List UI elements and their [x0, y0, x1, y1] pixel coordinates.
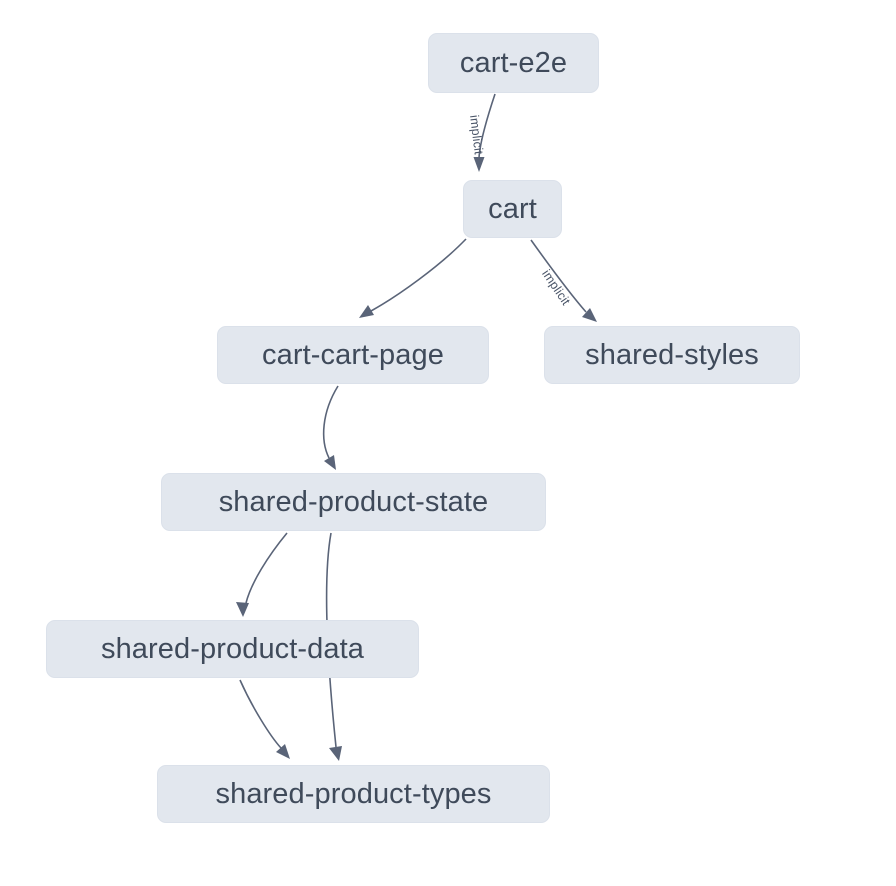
- edge-cart-to-cart-cart-page: [359, 238, 467, 318]
- node-label: cart-cart-page: [262, 338, 444, 371]
- graph-node-cart[interactable]: cart: [463, 180, 562, 238]
- graph-node-shared-product-state[interactable]: shared-product-state: [161, 473, 546, 531]
- edge-cart-to-shared-styles: [530, 239, 597, 322]
- graph-node-shared-styles[interactable]: shared-styles: [544, 326, 800, 384]
- node-label: shared-product-state: [218, 485, 489, 518]
- edge-label-cart-to-shared-styles: implicit: [539, 267, 574, 308]
- edge-label-cart-e2e-to-cart: implicit: [467, 114, 486, 156]
- graph-node-shared-product-data[interactable]: shared-product-data: [46, 620, 419, 678]
- graph-node-cart-cart-page[interactable]: cart-cart-page: [217, 326, 489, 384]
- graph-node-shared-product-types[interactable]: shared-product-types: [157, 765, 550, 823]
- node-label: shared-product-types: [215, 777, 492, 810]
- edge-cart-cart-page-to-shared-product-state: [322, 385, 339, 470]
- graph-node-cart-e2e[interactable]: cart-e2e: [428, 33, 599, 93]
- edge-shared-product-state-to-shared-product-data: [236, 532, 288, 617]
- node-label: shared-styles: [585, 338, 759, 371]
- node-label: cart-e2e: [459, 46, 568, 79]
- edge-shared-product-data-to-shared-product-types: [239, 679, 290, 759]
- node-label: cart: [488, 192, 537, 225]
- node-label: shared-product-data: [100, 632, 365, 665]
